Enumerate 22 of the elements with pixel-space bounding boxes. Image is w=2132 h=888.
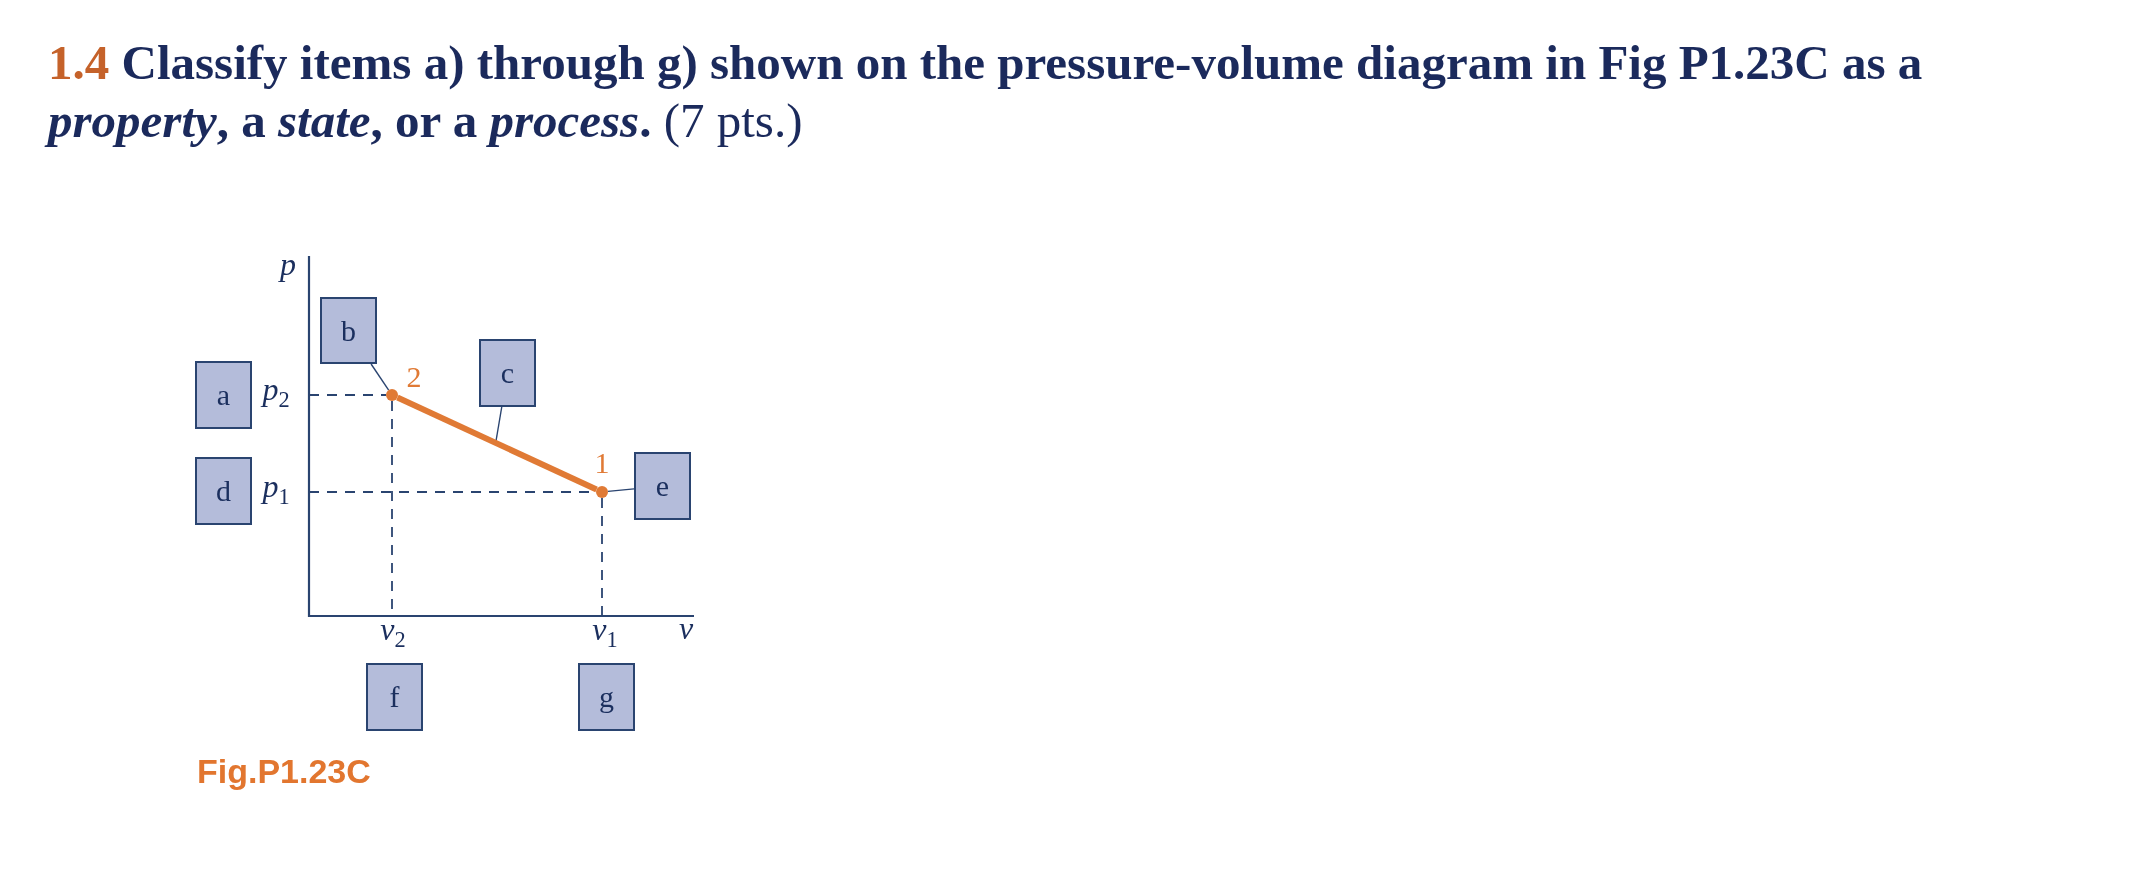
callout-box: g xyxy=(578,663,635,731)
point-marker-icon xyxy=(596,486,608,498)
callout-box: f xyxy=(366,663,423,731)
axis-label: p$_{2}$ xyxy=(262,372,290,412)
point-marker-icon xyxy=(386,389,398,401)
callout-box: b xyxy=(320,297,377,364)
axis-label: p xyxy=(280,248,296,280)
figure-caption: Fig.P1.23C xyxy=(197,752,371,791)
axis-label: v xyxy=(678,612,694,644)
leader-line xyxy=(495,406,503,442)
process-line xyxy=(396,394,598,493)
point-label: 1 xyxy=(594,448,610,478)
point-label: 2 xyxy=(406,362,422,392)
leader-line xyxy=(607,488,635,493)
callout-box: d xyxy=(195,457,252,525)
callout-box: a xyxy=(195,361,252,429)
axis-label: v$_{1}$ xyxy=(592,612,618,652)
leader-line xyxy=(370,363,390,391)
callout-box: c xyxy=(479,339,536,407)
axis-label: p$_{1}$ xyxy=(262,469,290,509)
axis-label: v$_{2}$ xyxy=(380,612,406,652)
callout-box: e xyxy=(634,452,691,520)
